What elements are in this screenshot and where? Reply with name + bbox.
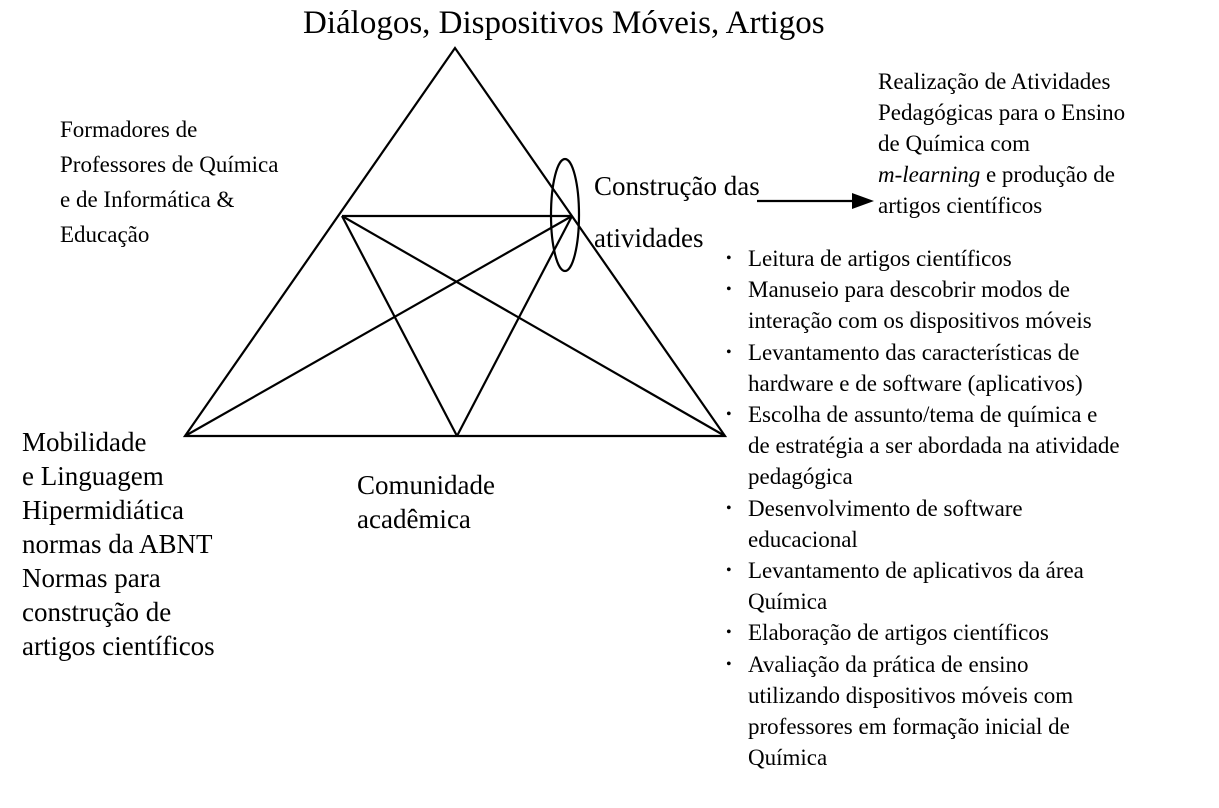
bottom-left-label: Mobilidade e Linguagem Hipermidiática no… <box>22 425 215 663</box>
bottom-left-line: artigos científicos <box>22 631 215 661</box>
activity-line: Avaliação da prática de ensino <box>748 651 1029 677</box>
activity-line: Escolha de assunto/tema de química e <box>748 402 1098 428</box>
activity-line: Química <box>748 745 828 771</box>
outer-triangle <box>182 46 728 438</box>
right-vertex-line: atividades <box>594 223 704 253</box>
highlight-ellipse <box>549 157 581 273</box>
activity-line: interação com os dispositivos móveis <box>748 308 1092 334</box>
left-top-label: Formadores de Professores de Química e d… <box>60 112 278 252</box>
activity-line: educacional <box>748 526 858 552</box>
activity-item: • Avaliação da prática de ensino utilizand… <box>724 649 1120 774</box>
left-top-line: Formadores de <box>60 117 198 142</box>
inner-line-right <box>456 215 573 437</box>
activity-item: • Elaboração de artigos científicos <box>724 617 1120 648</box>
activity-line: Química <box>748 589 828 615</box>
cross-line-right-to-left-vertex <box>184 215 573 437</box>
bullet-icon: • <box>726 406 732 424</box>
activity-item: • Escolha de assunto/tema de química e de … <box>724 399 1120 493</box>
left-top-line: Educação <box>60 222 150 247</box>
activity-item: • Leitura de artigos científicos <box>724 243 1120 274</box>
diagram-title: Diálogos, Dispositivos Móveis, Artigos <box>303 5 825 41</box>
bullet-icon: • <box>726 562 732 580</box>
bullet-icon: • <box>726 655 732 673</box>
bullet-icon: • <box>726 343 732 361</box>
arrow-head <box>852 193 874 209</box>
bottom-middle-line: acadêmica <box>357 504 471 534</box>
activity-line: de estratégia a ser abordada na atividad… <box>748 433 1120 459</box>
left-top-line: e de Informática & <box>60 187 235 212</box>
bottom-left-line: Hipermidiática <box>22 495 184 525</box>
bottom-middle-line: Comunidade <box>357 470 495 500</box>
bottom-left-line: Normas para <box>22 563 161 593</box>
activity-line: Leitura de artigos científicos <box>748 246 1012 271</box>
activity-line: professores em formação inicial de <box>748 714 1070 740</box>
activity-line: Levantamento das características de <box>748 339 1080 365</box>
right-vertex-line: Construção das <box>594 171 760 201</box>
bullet-icon: • <box>726 281 732 299</box>
activity-line: Desenvolvimento de software <box>748 495 1023 521</box>
bottom-left-line: construção de <box>22 597 172 627</box>
result-label: Realização de Atividades Pedagógicas par… <box>878 66 1125 221</box>
bottom-left-line: e Linguagem <box>22 461 164 491</box>
result-line: Pedagógicas para o Ensino <box>878 100 1126 125</box>
bottom-left-line: Mobilidade <box>22 427 147 457</box>
activity-item: • Levantamento das características de hard… <box>724 337 1120 399</box>
result-line-mixed: m-learning e produção de <box>878 159 1125 190</box>
activity-line: Elaboração de artigos científicos <box>748 620 1049 646</box>
bullet-icon: • <box>726 499 732 517</box>
inner-line-left <box>341 215 458 437</box>
activity-line: Levantamento de aplicativos da área <box>748 558 1084 584</box>
bullet-icon: • <box>726 250 732 267</box>
result-line-rest: e produção de <box>980 162 1115 187</box>
right-vertex-label: Construção das atividades <box>594 160 760 264</box>
bullet-icon: • <box>726 624 732 642</box>
activity-line: hardware e de software (aplicativos) <box>748 370 1083 396</box>
activity-line: Manuseio para descobrir modos de <box>748 277 1070 303</box>
result-line: de Química com <box>878 131 1031 156</box>
activity-line: utilizando dispositivos móveis com <box>748 682 1074 708</box>
left-top-line: Professores de Química <box>60 152 279 177</box>
result-line: Realização de Atividades <box>878 69 1111 94</box>
bottom-middle-label: Comunidade acadêmica <box>357 468 495 536</box>
bottom-left-line: normas da ABNT <box>22 529 213 559</box>
activities-list: • Leitura de artigos científicos • Manusei… <box>724 243 1120 773</box>
activity-item: • Manuseio para descobrir modos de interaç… <box>724 274 1120 336</box>
result-line: artigos científicos <box>878 193 1043 218</box>
activity-item: • Desenvolvimento de software educacional <box>724 493 1120 555</box>
activity-line: pedagógica <box>748 464 853 490</box>
cross-line-left-to-right-vertex <box>341 215 726 437</box>
m-learning-term: m-learning <box>878 162 981 187</box>
